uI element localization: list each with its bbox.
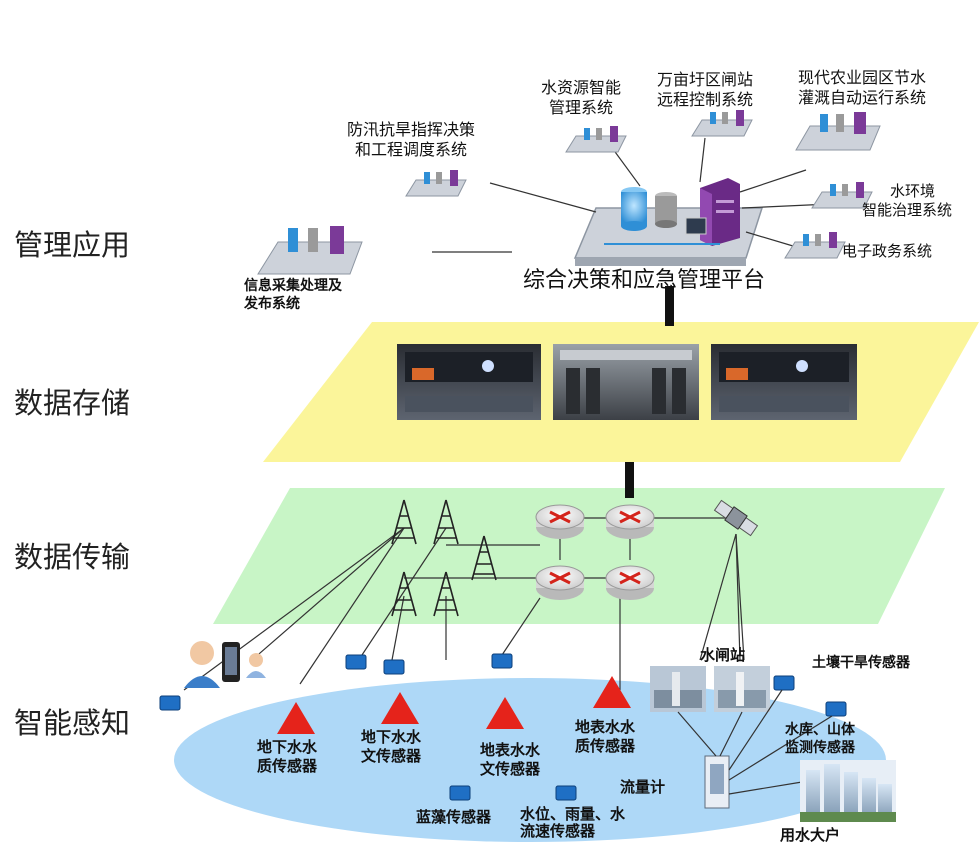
tower-icons: [391, 499, 497, 617]
system-label-sluice-remote: 万亩圩区闸站 远程控制系统: [657, 70, 753, 110]
system-icon-flood: [405, 170, 467, 197]
connector-storage-transmission: [625, 462, 634, 498]
sensor-label-reservoir-mountain-line2: 监测传感器: [785, 739, 855, 756]
sensor-label-gw-hydro-line2: 文传感器: [361, 746, 422, 765]
system-label-sluice-remote-line1: 万亩圩区闸站: [657, 70, 754, 89]
user-mobile-icon: [184, 641, 266, 688]
layer-label-storage: 数据存储: [14, 386, 131, 420]
layer-label-transmission: 数据传输: [14, 540, 131, 574]
sensor-label-sw-hydro-line1: 地表水水: [480, 741, 541, 759]
system-label-info-collect-line1: 信息采集处理及: [244, 278, 342, 294]
sensor-label-soil-drought: 土壤干旱传感器: [812, 655, 910, 671]
system-label-water-env: 水环境 智能治理系统: [862, 182, 952, 220]
system-icon-egov: [784, 232, 846, 259]
sensor-label-big-user: 用水大户: [780, 826, 841, 844]
sensor-label-reservoir-mountain-line1: 水库、山体: [785, 722, 855, 738]
sensor-label-gw-quality-line2: 质传感器: [257, 756, 318, 775]
system-icon-water-resource: [565, 126, 627, 153]
flow-meter-icon: [704, 755, 730, 809]
sensor-label-gw-hydro: 地下水水 文传感器: [361, 728, 421, 766]
control-room-photo-left: [397, 344, 541, 420]
system-label-info-collect: 信息采集处理及 发布系统: [244, 278, 342, 313]
layer-label-perception: 智能感知: [14, 706, 131, 740]
system-icon-info-collect: [257, 226, 363, 275]
sensor-label-sw-quality-line2: 质传感器: [575, 736, 636, 755]
sensor-label-level-rain-flow-line1: 水位、雨量、水: [520, 805, 626, 823]
perception-links: [677, 689, 833, 795]
connector-platform-storage: [665, 286, 674, 326]
control-room-photo-right: [711, 344, 857, 420]
sensor-label-level-rain-flow-line2: 流速传感器: [520, 822, 596, 841]
system-label-info-collect-line2: 发布系统: [244, 295, 300, 312]
system-label-water-resource-line1: 水资源智能: [541, 78, 622, 97]
system-label-water-env-line2: 智能治理系统: [862, 200, 953, 219]
sensor-label-algae: 蓝藻传感器: [416, 808, 492, 826]
system-label-water-resource: 水资源智能 管理系统: [541, 78, 621, 118]
sensor-label-sw-quality: 地表水水 质传感器: [575, 718, 635, 756]
system-label-flood-line2: 和工程调度系统: [355, 140, 468, 159]
system-label-agri-irrigation: 现代农业园区节水 灌溉自动运行系统: [798, 68, 926, 108]
sensor-label-sw-quality-line1: 地表水水: [575, 718, 636, 736]
sensor-device-icons: [159, 653, 847, 801]
big-user-buildings-photo: [800, 760, 896, 822]
system-label-agri-irrigation-line2: 灌溉自动运行系统: [798, 88, 927, 107]
transmission-plane: [213, 488, 945, 624]
system-icon-agri-irrigation: [795, 112, 881, 151]
system-label-flood: 防汛抗旱指挥决策 和工程调度系统: [347, 120, 475, 160]
sensor-label-gw-quality-line1: 地下水水: [257, 738, 318, 756]
system-label-sluice-remote-line2: 远程控制系统: [657, 90, 754, 109]
sensor-triangles: [277, 676, 631, 734]
sensor-label-sw-hydro: 地表水水 文传感器: [480, 741, 540, 779]
sensor-label-gw-hydro-line1: 地下水水: [361, 728, 422, 746]
system-label-agri-irrigation-line1: 现代农业园区节水: [798, 68, 927, 87]
platform-title: 综合决策和应急管理平台: [523, 268, 766, 293]
sensor-label-level-rain-flow: 水位、雨量、水 流速传感器: [520, 805, 626, 841]
system-label-water-resource-line2: 管理系统: [549, 98, 614, 117]
system-label-water-env-line1: 水环境: [890, 182, 936, 200]
sensor-label-reservoir-mountain: 水库、山体 监测传感器: [785, 722, 855, 757]
sensor-label-gw-quality: 地下水水 质传感器: [257, 738, 317, 776]
server-room-photo: [553, 344, 699, 420]
sluice-station-photos: [650, 666, 770, 712]
platform-icon: [573, 178, 764, 266]
system-label-egov: 电子政务系统: [842, 242, 933, 260]
satellite-icon: [713, 499, 759, 537]
system-icon-sluice-remote: [691, 110, 753, 137]
sensor-label-flow-meter: 流量计: [620, 778, 666, 796]
system-label-flood-line1: 防汛抗旱指挥决策: [347, 120, 476, 139]
layer-label-management: 管理应用: [14, 228, 131, 262]
router-icons: [535, 504, 655, 600]
system-icon-water-env: [811, 182, 873, 209]
sensor-label-sw-hydro-line2: 文传感器: [480, 759, 541, 778]
sensor-label-sluice-station: 水闸站: [700, 646, 746, 664]
